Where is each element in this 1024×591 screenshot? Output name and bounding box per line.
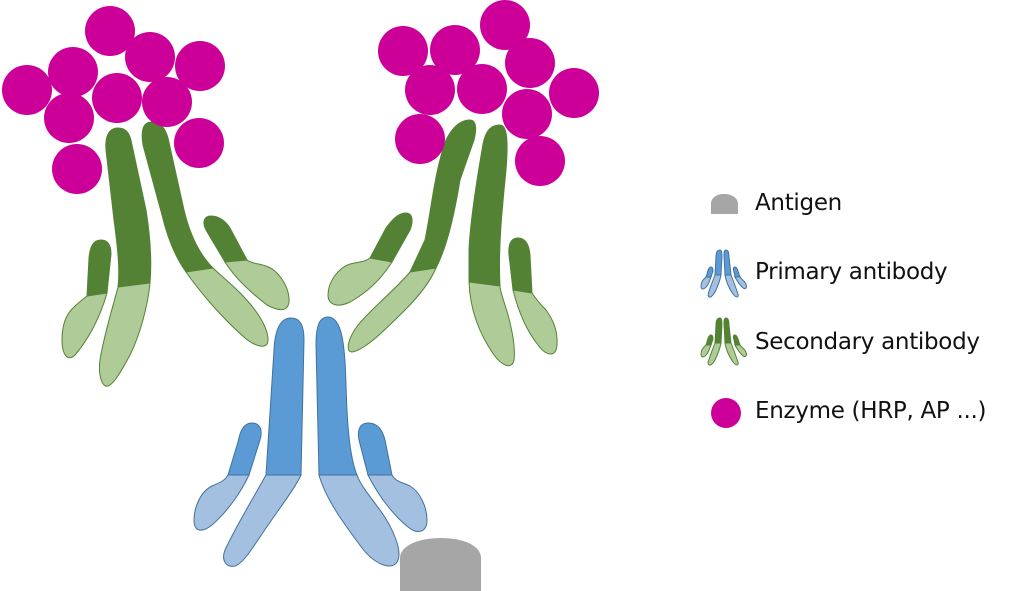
primary-light-chain-right-light [367,474,428,532]
legend-label-primary-antibody: Primary antibody [755,259,948,285]
secondary-antibody-icon [714,317,723,344]
secondary-heavy-chain-inner-light [99,282,151,387]
legend-label-secondary-antibody: Secondary antibody [755,329,980,355]
enzyme [480,0,530,50]
enzyme [142,77,192,127]
enzyme [502,89,552,139]
legend-label-enzyme: Enzyme (HRP, AP ...) [755,398,987,424]
enzyme [175,41,225,91]
enzyme-cluster-left [2,6,225,194]
enzyme-cluster-right [378,0,599,186]
secondary-light-chain-a-dark [369,212,413,263]
primary-light-chain-right-dark [357,422,393,476]
enzyme [505,38,555,88]
primary-antibody-icon-part [705,266,714,278]
primary-light-chain-left-dark [227,422,262,476]
secondary-antibody-icon-part [724,342,739,366]
secondary-antibody-icon-part [705,334,714,346]
secondary-antibody-left [61,121,290,387]
enzyme [2,65,52,115]
legend-secondary-antibody-icon [700,317,747,366]
enzyme [44,93,94,143]
primary-heavy-chain-left-light [223,474,302,567]
enzyme [405,65,455,115]
primary-antibody-icon-part [707,274,722,298]
primary-antibody-icon-part [734,276,747,290]
enzyme-icon [711,398,741,428]
enzyme [549,68,599,118]
primary-light-chain-left-light [193,474,250,531]
secondary-light-chain-b-dark [508,237,533,294]
primary-heavy-chain-right-light [318,474,400,567]
enzyme [92,73,142,123]
enzyme [52,144,102,194]
secondary-light-chain-a-light [327,257,393,306]
primary-antibody-icon [714,249,723,276]
secondary-antibody-right [327,119,558,367]
primary-heavy-chain-right-dark [315,316,358,476]
legend-label-antigen: Antigen [755,190,842,216]
secondary-light-chain-b-light [512,289,558,355]
secondary-antibody-icon-part [734,344,747,358]
secondary-antibody-icon-part [707,342,722,366]
legend-antigen-icon [711,194,738,214]
secondary-antibody-icon-part [700,344,712,358]
secondary-antibody-icon-part [732,334,741,346]
secondary-heavy-chain-outer-dark [468,124,508,287]
secondary-light-chain-a-light [61,292,108,359]
enzyme [48,47,98,97]
enzyme [430,25,480,75]
secondary-antibody-icon-part [723,317,732,344]
enzyme [85,6,135,56]
antigen-icon [711,194,738,214]
secondary-heavy-chain-outer-light [468,281,515,367]
secondary-light-chain-b-dark [203,215,248,263]
primary-antibody [193,316,428,567]
enzyme [457,64,507,114]
legend-primary-antibody-icon [700,249,747,298]
secondary-heavy-chain-inner-dark [105,127,152,288]
enzyme [174,118,224,168]
secondary-heavy-chain-inner-light [347,267,437,353]
antigen [400,538,481,591]
enzyme [378,26,428,76]
secondary-light-chain-a-dark [86,239,112,297]
enzyme [125,32,175,82]
primary-antibody-icon-part [723,249,732,276]
secondary-light-chain-b-light [224,259,290,311]
primary-antibody-icon-part [700,276,712,290]
primary-antibody-icon-part [724,274,739,298]
primary-heavy-chain-left-dark [265,317,305,476]
enzyme [395,114,445,164]
primary-antibody-icon-part [732,266,741,278]
enzyme [515,136,565,186]
secondary-heavy-chain-outer-light [185,267,269,347]
